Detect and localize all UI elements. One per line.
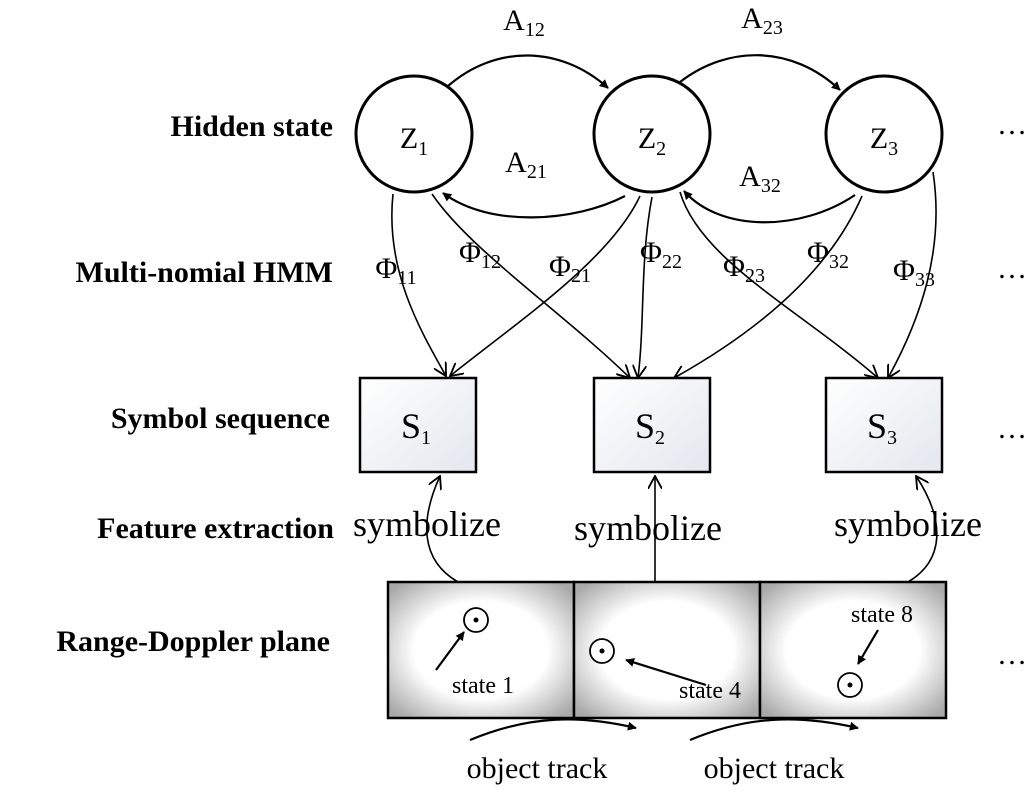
- svg-text:Z1: Z1: [400, 122, 428, 160]
- emission-arrow-phi21: [450, 195, 641, 376]
- symbol-s2-base: S: [635, 406, 655, 446]
- symbolize-label-3: symbolize: [834, 504, 982, 544]
- emission-arrow-phi11: [391, 193, 446, 376]
- emission-label-phi22: Φ22: [640, 236, 682, 273]
- symbol-s1-base: S: [401, 406, 421, 446]
- phi23-base: Φ: [723, 250, 745, 283]
- object-track-label-2: object track: [704, 752, 845, 785]
- state-node-z1: Z1: [354, 74, 474, 194]
- transition-arrow-a21: [442, 192, 626, 219]
- state-label-4: state 4: [679, 678, 741, 704]
- state-z2-base: Z: [638, 122, 656, 155]
- phi12-base: Φ: [459, 236, 481, 269]
- transition-arrow-a12: [447, 54, 609, 89]
- transition-label-a21: A21: [505, 146, 547, 183]
- state-z3-base: Z: [870, 122, 888, 155]
- state-z1-sub: 1: [418, 138, 428, 160]
- phi12-sub: 12: [481, 251, 501, 273]
- state8-pointer-arrow: [857, 629, 879, 665]
- symbol-s2-sub: 2: [655, 427, 665, 449]
- symbol-box-s3: S3: [824, 376, 944, 474]
- state-z3-sub: 3: [888, 138, 898, 160]
- range-doppler-frame-1: [386, 580, 576, 720]
- phi23-sub: 23: [745, 265, 765, 287]
- emission-arrow-phi23: [679, 191, 878, 378]
- phi21-sub: 21: [571, 265, 591, 287]
- row-label-range-doppler: Range-Doppler plane: [56, 625, 330, 658]
- target-marker-1: [463, 607, 489, 633]
- a12-base: A: [503, 4, 525, 37]
- transition-arrow-a32: [683, 190, 856, 224]
- transition-arrow-a23: [679, 54, 841, 91]
- emission-arrow-phi22: [638, 196, 653, 378]
- emission-arrow-phi33: [888, 171, 937, 378]
- svg-text:Z2: Z2: [638, 122, 666, 160]
- emission-label-phi12: Φ12: [459, 236, 501, 273]
- a32-sub: 32: [761, 175, 781, 197]
- a21-sub: 21: [527, 161, 547, 183]
- object-track-arrow-2: [689, 718, 859, 742]
- symbol-box-s2: S2: [592, 376, 712, 474]
- svg-text:S3: S3: [867, 406, 897, 449]
- transition-label-a32: A32: [739, 160, 781, 197]
- ellipsis-symbol-sequence: …: [997, 412, 1027, 445]
- state1-pointer-arrow: [435, 631, 465, 671]
- a23-sub: 23: [763, 17, 783, 39]
- state-label-8: state 8: [851, 602, 913, 628]
- emission-label-phi32: Φ32: [807, 236, 849, 273]
- emission-arrow-phi32: [674, 195, 863, 378]
- state-node-z2: Z2: [592, 74, 712, 194]
- symbolize-arrow-1: [425, 476, 459, 583]
- row-label-hidden-state: Hidden state: [170, 110, 333, 143]
- target-marker-2: [589, 638, 615, 664]
- svg-text:S1: S1: [401, 406, 431, 449]
- a23-base: A: [741, 2, 763, 35]
- phi32-base: Φ: [807, 236, 829, 269]
- ellipsis-range-doppler: …: [997, 638, 1027, 671]
- symbolize-label-1: symbolize: [353, 504, 501, 544]
- state-node-z3: Z3: [824, 74, 944, 194]
- a12-sub: 12: [525, 19, 545, 41]
- symbol-box-s1: S1: [358, 376, 478, 474]
- symbol-s3-sub: 3: [887, 427, 897, 449]
- svg-text:Z3: Z3: [870, 122, 898, 160]
- row-label-symbol-sequence: Symbol sequence: [111, 402, 330, 435]
- a21-base: A: [505, 146, 527, 179]
- emission-arrow-phi12: [431, 193, 630, 378]
- state-label-1: state 1: [452, 673, 514, 699]
- phi11-base: Φ: [375, 252, 397, 285]
- emission-label-phi33: Φ33: [893, 254, 935, 291]
- symbol-s3-base: S: [867, 406, 887, 446]
- phi22-sub: 22: [662, 251, 682, 273]
- state4-pointer-arrow: [625, 658, 707, 687]
- row-label-feature-extraction: Feature extraction: [97, 512, 334, 545]
- phi11-sub: 11: [397, 267, 416, 289]
- svg-text:S2: S2: [635, 406, 665, 449]
- ellipsis-hmm: …: [997, 252, 1027, 285]
- symbol-s1-sub: 1: [421, 427, 431, 449]
- emission-label-phi21: Φ21: [549, 250, 591, 287]
- row-label-hmm: Multi-nomial HMM: [76, 256, 333, 289]
- state-z1-base: Z: [400, 122, 418, 155]
- phi33-sub: 33: [915, 269, 935, 291]
- ellipsis-hidden-state: …: [997, 108, 1027, 141]
- emission-label-phi11: Φ11: [375, 252, 416, 289]
- target-marker-3: [837, 672, 863, 698]
- state-z2-sub: 2: [656, 138, 666, 160]
- phi32-sub: 32: [829, 251, 849, 273]
- phi22-base: Φ: [640, 236, 662, 269]
- object-track-arrow-1: [469, 718, 637, 742]
- phi21-base: Φ: [549, 250, 571, 283]
- emission-label-phi23: Φ23: [723, 250, 765, 287]
- symbolize-arrow-3: [907, 476, 938, 583]
- transition-label-a12: A12: [503, 4, 545, 41]
- symbolize-label-2: symbolize: [574, 508, 722, 548]
- object-track-label-1: object track: [467, 752, 608, 785]
- phi33-base: Φ: [893, 254, 915, 287]
- a32-base: A: [739, 160, 761, 193]
- transition-label-a23: A23: [741, 2, 783, 39]
